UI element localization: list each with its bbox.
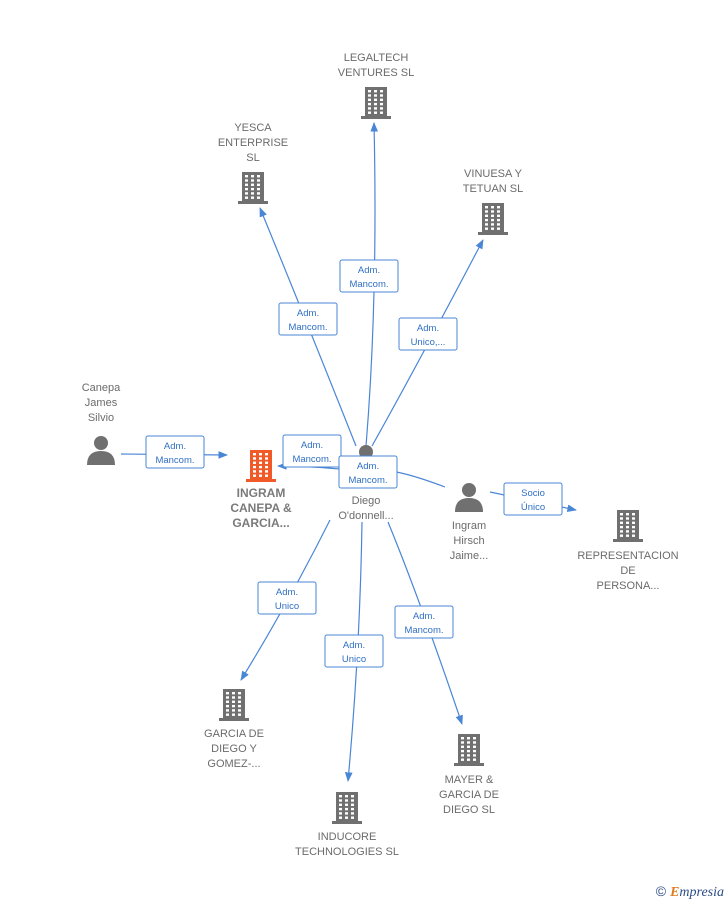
edge-label-box [338,455,398,489]
node-label-line: Hirsch [453,535,484,547]
edge-label-text: Adm. [343,640,365,651]
logo-text: mpresia [679,885,724,900]
node-garcia[interactable]: GARCIA DE DIEGO Y GOMEZ-... [204,689,264,770]
logo-initial: E [670,885,680,900]
edge-label-text: Socio [521,488,545,499]
building-icon [238,172,268,204]
edge-label-box [282,434,342,468]
edge-label-e3[interactable]: Adm. Unico,... [398,317,458,351]
building-icon [332,792,362,824]
edge-label-text: Unico,... [411,337,446,348]
building-icon [246,450,276,482]
node-label-line: Ingram [452,520,486,532]
edge-label-e9[interactable]: Adm. Unico [324,634,384,668]
edge-label-e6[interactable]: Adm. Mancom. [338,455,398,489]
edge-label-text: Adm. [358,265,380,276]
edge-label-text: Adm. [357,461,379,472]
edge-label-e8[interactable]: Adm. Unico [257,581,317,615]
node-label-line: Diego [352,495,381,507]
node-label-line: James [85,397,118,409]
node-representacion[interactable]: REPRESENTACION DE PERSONA... [577,510,679,592]
node-label-line: INGRAM [237,486,286,500]
edge-label-box [145,435,205,469]
edge-label-e10[interactable]: Adm. Mancom. [394,605,454,639]
edge-label-text: Unico [275,601,299,612]
edge-diego-vinuesa [371,239,484,447]
edge-label-text: Mancom. [348,475,387,486]
node-vinuesa[interactable]: VINUESA Y TETUAN SL [463,168,524,235]
edge-label-e5[interactable]: Adm. Mancom. [282,434,342,468]
edge-label-text: Adm. [164,441,186,452]
node-label-line: REPRESENTACION [577,550,678,562]
edge-label-box [339,259,399,293]
edge-label-box [398,317,458,351]
node-label-line: GARCIA DE [204,728,264,740]
node-mayer[interactable]: MAYER & GARCIA DE DIEGO SL [439,734,499,816]
node-label-line: TECHNOLOGIES SL [295,846,399,858]
edge-label-box [503,482,563,516]
building-icon [454,734,484,766]
node-label-line: SL [246,152,259,164]
edge-label-box [257,581,317,615]
node-label-line: MAYER & [445,774,494,786]
empresia-logo: ©Empresia [656,883,724,901]
node-label-line: TETUAN SL [463,183,524,195]
node-label-line: DE [620,565,635,577]
person-icon [87,436,115,465]
node-legaltech[interactable]: LEGALTECH VENTURES SL [338,52,414,119]
edge-label-text: Adm. [301,440,323,451]
edge-label-box [394,605,454,639]
edge-label-e1[interactable]: Adm. Mancom. [339,259,399,293]
edge-label-box [324,634,384,668]
node-label-line: Jaime... [450,550,489,562]
edge-label-text: Mancom. [155,455,194,466]
edge-label-text: Unico [342,654,366,665]
edge-labels-layer: Adm. Mancom. Adm. Mancom. Adm. Unico,... Adm. M… [145,259,563,668]
node-label-line: Canepa [82,382,121,394]
node-label-line: LEGALTECH [344,52,409,64]
edge-label-text: Único [521,502,545,513]
node-label-line: VINUESA Y [464,168,523,180]
building-icon [613,510,643,542]
node-label-line: CANEPA & [230,501,292,515]
edge-label-text: Adm. [417,323,439,334]
edge-label-box [278,302,338,336]
node-label-line: PERSONA... [597,580,660,592]
node-label-line: GARCIA... [232,516,289,530]
edge-label-e4[interactable]: Adm. Mancom. [145,435,205,469]
nodes-layer: LEGALTECH VENTURES SL YESCA ENTERPRISE SL VIN… [82,52,679,858]
node-label-line: GOMEZ-... [207,758,260,770]
node-label-line: YESCA [234,122,272,134]
edge-label-text: Mancom. [288,322,327,333]
node-label-line: DIEGO SL [443,804,495,816]
edge-label-text: Adm. [297,308,319,319]
edge-label-text: Mancom. [292,454,331,465]
edge-label-text: Mancom. [349,279,388,290]
node-yesca[interactable]: YESCA ENTERPRISE SL [218,122,288,204]
building-icon [219,689,249,721]
edge-label-text: Mancom. [404,625,443,636]
node-label-line: VENTURES SL [338,67,414,79]
building-icon [478,203,508,235]
node-label-line: INDUCORE [318,831,377,843]
edge-label-e2[interactable]: Adm. Mancom. [278,302,338,336]
edge-label-text: Adm. [413,611,435,622]
node-label-line: Silvio [88,412,114,424]
copyright-symbol: © [655,883,667,899]
edge-label-text: Adm. [276,587,298,598]
building-icon [361,87,391,119]
node-ingram_hj[interactable]: IngramHirschJaime... [450,483,489,562]
node-label-line: DIEGO Y [211,743,257,755]
node-label-line: O'donnell... [338,510,393,522]
person-icon [455,483,483,512]
node-inducore[interactable]: INDUCORE TECHNOLOGIES SL [295,792,399,858]
node-label-line: ENTERPRISE [218,137,288,149]
node-label-line: GARCIA DE [439,789,499,801]
